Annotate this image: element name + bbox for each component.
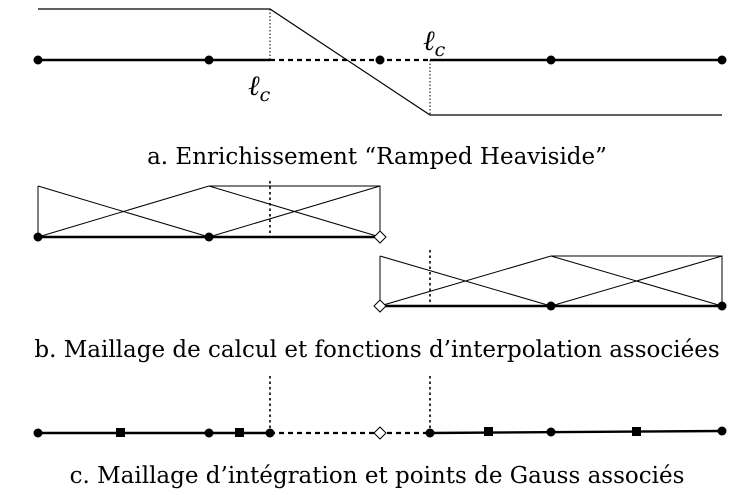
lc-label-left: ℓc [248,69,271,106]
node [265,428,275,438]
shape-function-line [37,185,210,238]
gauss-point [484,427,493,436]
node [425,428,435,438]
panel-c: c. Maillage d’intégration et points de G… [33,376,727,489]
node [33,232,43,242]
gauss-point [116,428,125,437]
node [33,55,43,65]
phantom-node [373,230,387,244]
shape-function-line [550,255,723,307]
node [546,55,556,65]
node [546,427,556,437]
caption-b: b. Maillage de calcul et fonctions d’int… [34,337,719,363]
node [204,232,214,242]
caption-a: a. Enrichissement “Ramped Heaviside” [147,144,607,170]
shape-function-line [208,185,381,238]
gauss-point [632,427,641,436]
node [546,301,556,311]
panel-a: ℓc ℓc a. Enrichissement “Ramped Heavisid… [33,8,727,170]
shape-function-hat [379,255,723,307]
node [33,428,43,438]
gauss-point [235,428,244,437]
phantom-node [373,299,387,313]
node [375,55,385,65]
node [717,426,727,436]
node [204,428,214,438]
node [204,55,214,65]
ramped-heaviside-curve [38,8,722,116]
integration-mesh-solid-right [429,429,723,435]
shape-function-line [379,255,552,307]
node [717,55,727,65]
caption-c: c. Maillage d’intégration et points de G… [70,463,685,489]
lc-label-right: ℓc [423,24,446,61]
node [717,301,727,311]
panel-b: b. Maillage de calcul et fonctions d’int… [33,181,727,363]
shape-function-hat [37,185,381,238]
phantom-node [373,426,387,440]
